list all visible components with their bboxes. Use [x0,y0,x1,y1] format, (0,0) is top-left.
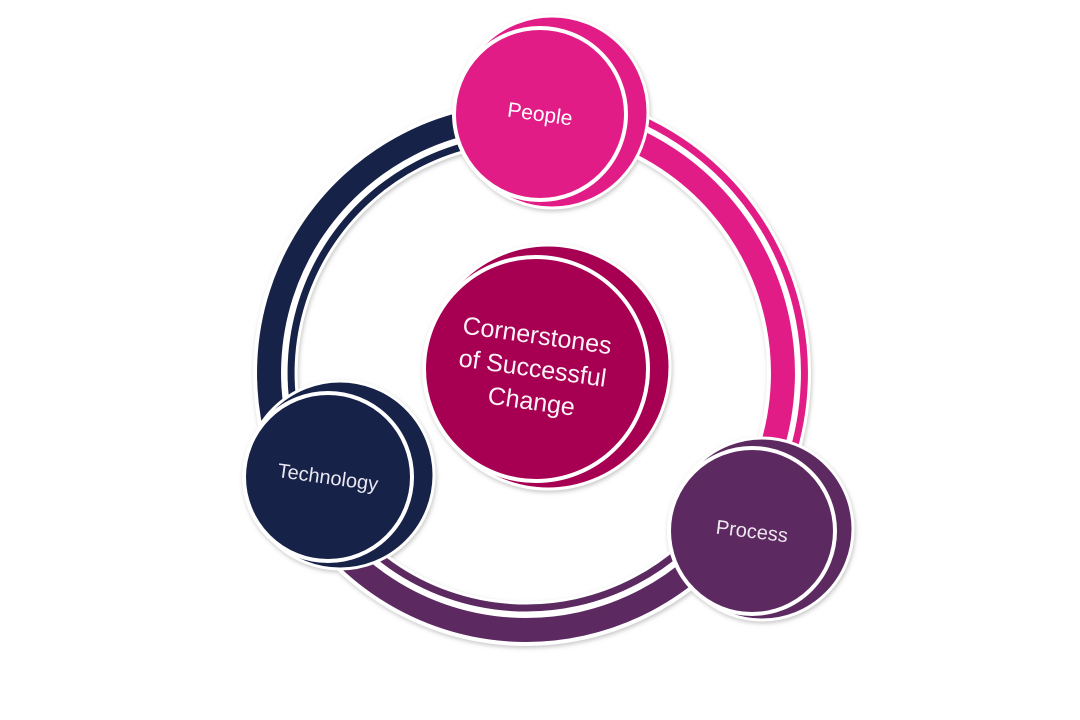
process-circle [667,446,837,616]
people-circle [452,26,628,202]
technology-circle [242,391,414,563]
center-circle [422,255,650,483]
